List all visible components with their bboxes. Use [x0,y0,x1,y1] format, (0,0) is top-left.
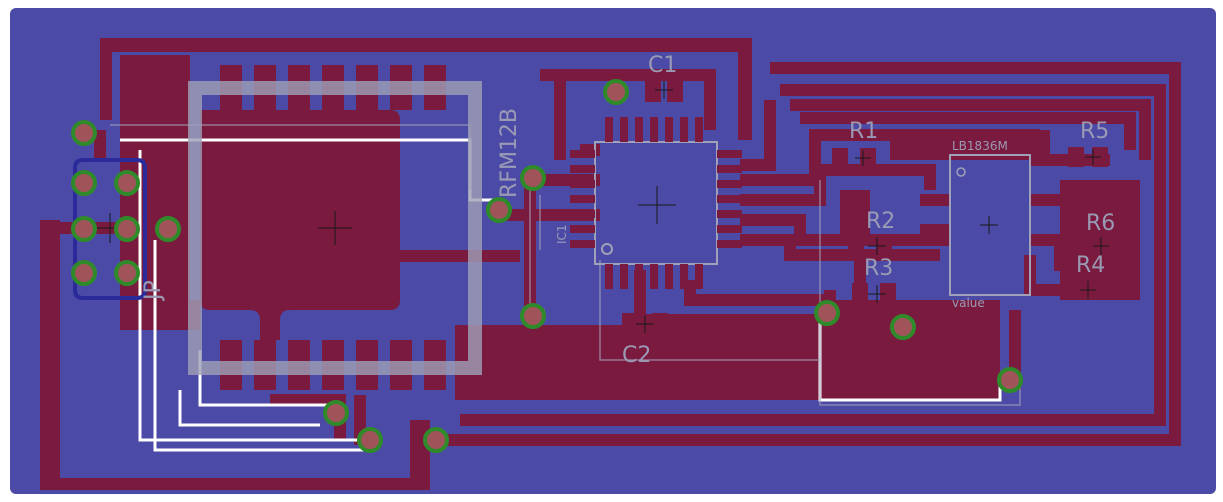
via [114,170,140,196]
label-ic1: IC1 [555,224,569,244]
vias [71,79,1023,453]
label-c2: C2 [622,343,651,368]
via [357,427,383,453]
label-r4: R4 [1076,253,1105,278]
label-c1: C1 [648,53,677,78]
label-rfm12b: RFM12B [497,108,522,198]
label-r3: R3 [864,256,893,281]
via [323,400,349,426]
via [71,120,97,146]
via [155,216,181,242]
via [890,314,916,340]
copper-traces [60,62,1181,446]
via [423,427,449,453]
jp-header-outline [73,158,147,300]
via [997,367,1023,393]
center-crosshairs [95,81,1109,333]
via [71,170,97,196]
passive-pads [622,80,1122,335]
label-r5: R5 [1080,119,1109,144]
via [520,303,546,329]
via [114,216,140,242]
ic1-pins [570,117,742,289]
lb1836m-outline [949,154,1031,296]
via [114,260,140,286]
label-r2: R2 [866,209,895,234]
rfm12b-outline [188,81,482,375]
label-r1: R1 [849,119,878,144]
via [603,79,629,105]
label-lb1836m: LB1836M [952,139,1008,153]
label-r6: R6 [1086,211,1115,236]
label-value: value [952,296,985,310]
label-jp: JP [141,280,166,302]
via [71,260,97,286]
via [520,165,546,191]
via [486,197,512,223]
via [814,300,840,326]
lb1836m-pin1-marker [956,167,966,177]
ic1-pin1-marker [601,243,613,255]
via [71,216,97,242]
